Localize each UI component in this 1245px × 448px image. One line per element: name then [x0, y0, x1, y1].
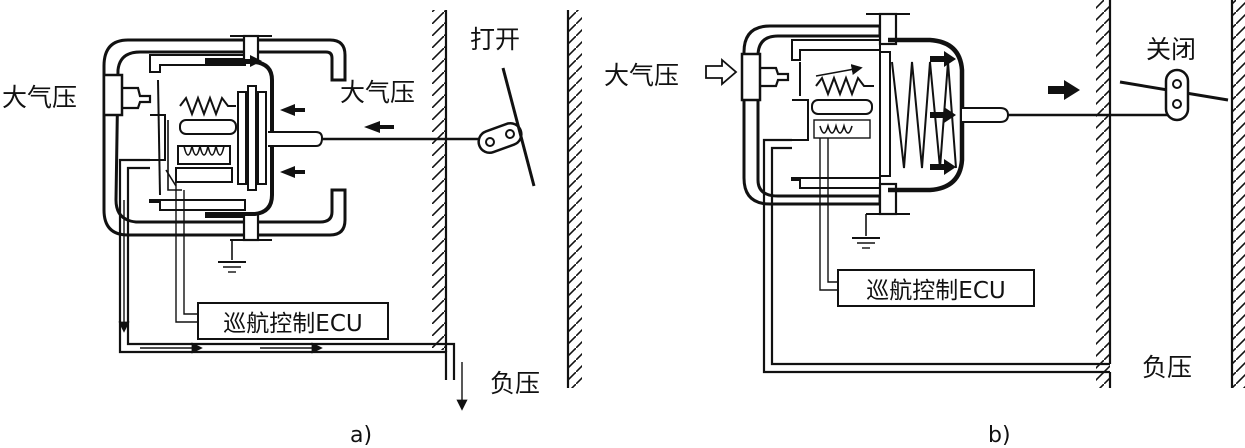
actuator-housing-b [742, 24, 882, 206]
ground-symbol-a [218, 240, 246, 273]
flow-arrow-low-b [930, 159, 956, 175]
label-vacuum-a: 负压 [490, 369, 540, 398]
ecu-box-a [197, 302, 389, 340]
firewall-a2 [566, 10, 582, 388]
flow-arrow-top-b [930, 51, 956, 67]
flow-arrow-mid-a [280, 104, 305, 116]
rod-arrow-b [1048, 80, 1080, 100]
spring-a [179, 95, 236, 117]
firewall-b [1096, 0, 1112, 388]
throttle-link-a [477, 67, 536, 187]
atm-arrow-b [705, 58, 738, 86]
actuator-rod-b [962, 107, 1010, 123]
caption-b: b) [988, 423, 1011, 448]
rod-arrow-a [364, 121, 394, 133]
bottom-clamp-a [242, 212, 260, 242]
solenoid-coil-a [177, 145, 231, 165]
diagram-b: 巡航控制ECU 大气压 关闭 负压 b) [604, 0, 1245, 448]
actuator-housing-a [102, 38, 347, 237]
flow-arrow-mid-b [930, 107, 956, 123]
label-close-b: 关闭 [1146, 35, 1196, 64]
firewall-b2 [1230, 0, 1245, 388]
label-atm-left-a: 大气压 [2, 83, 77, 112]
spring-b [891, 61, 957, 169]
diagram-a: 巡航控制ECU 大气压 大气压 打开 负压 a) [2, 10, 582, 448]
vacuum-hose-a [118, 158, 448, 380]
ecu-label-a: 巡航控制ECU [223, 311, 362, 337]
label-atm-right-a: 大气压 [340, 78, 415, 107]
actuator-rod-a [268, 131, 324, 147]
atm-port-b [740, 52, 762, 102]
ecu-box-b [837, 269, 1035, 307]
ground-symbol-b [852, 214, 880, 249]
flow-arrow-top-a [215, 55, 262, 67]
throttle-link-b [1119, 68, 1229, 122]
label-open-a: 打开 [470, 25, 520, 54]
label-atm-b: 大气压 [604, 61, 679, 90]
label-vacuum-b: 负压 [1142, 353, 1192, 382]
atm-port-a [102, 73, 124, 117]
flow-arrow-low-a [280, 166, 305, 178]
caption-a: a) [350, 423, 372, 448]
vacuum-hose-b [762, 138, 1110, 374]
firewall-a [432, 10, 448, 352]
ecu-label-b: 巡航控制ECU [866, 278, 1005, 304]
